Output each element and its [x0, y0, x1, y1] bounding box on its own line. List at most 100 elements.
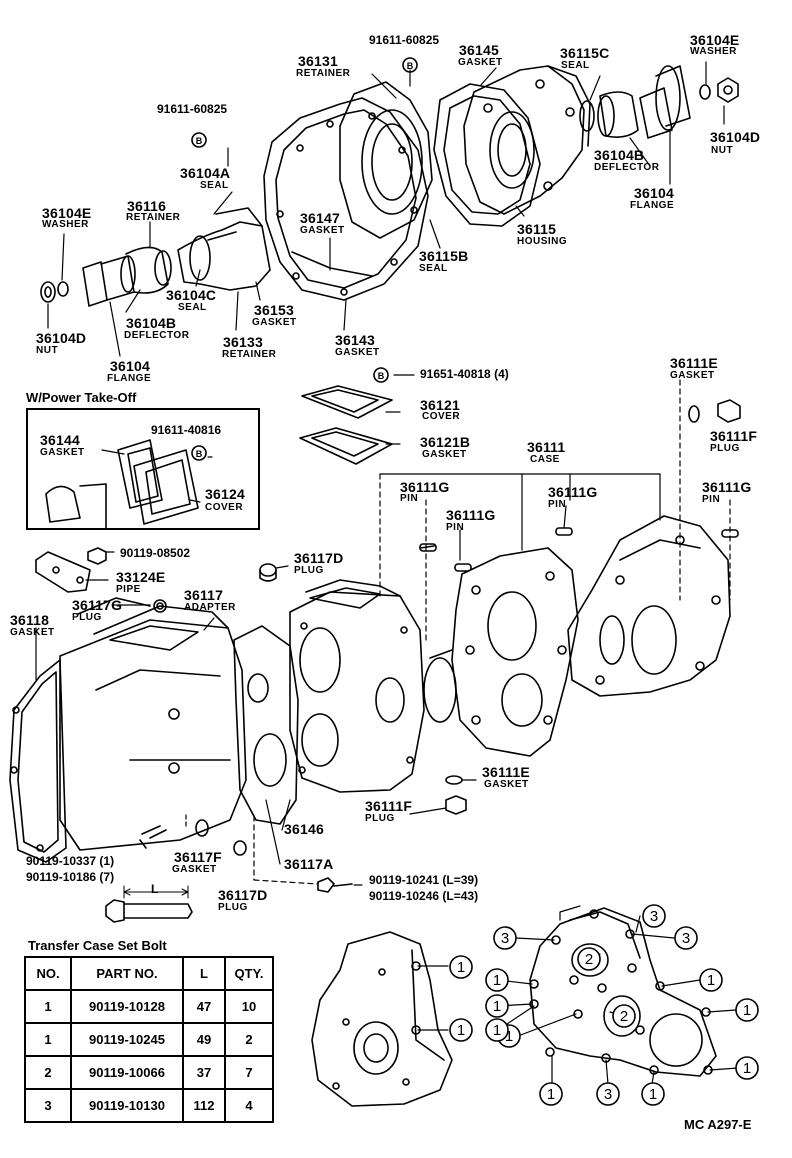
part-number-36115b: 36115B	[419, 248, 469, 264]
gasket-36146	[233, 625, 299, 825]
bolt-table: NO. PART NO. L QTY. 1 90119-10128 47 10 …	[24, 956, 274, 1123]
part-number-36104a: 36104A	[180, 165, 231, 181]
svg-text:3: 3	[604, 1086, 612, 1103]
bolt-marker-b-left: B	[191, 132, 207, 148]
bolt-number-marker-1: 1	[641, 1082, 665, 1106]
part-number-36104e-right: 36104E	[690, 32, 740, 48]
svg-text:3: 3	[501, 930, 509, 947]
part-number-36111g: 36111G	[400, 479, 450, 495]
adapter-36117	[59, 597, 247, 851]
part-name-seal: SEAL	[178, 302, 207, 313]
cell-qty: 4	[224, 1088, 274, 1123]
part-name-adapter: ADAPTER	[184, 602, 236, 613]
part-number-36146: 36146	[284, 821, 324, 837]
table-row: 1 90119-10128 47 10	[24, 989, 274, 1024]
part-name-gasket: GASKET	[422, 449, 467, 460]
part-name-deflector: DEFLECTOR	[594, 162, 660, 173]
pto-section-title: W/Power Take-Off	[26, 390, 137, 405]
svg-text:1: 1	[457, 959, 465, 976]
pto-box-frame	[26, 408, 260, 530]
table-header-row: NO. PART NO. L QTY.	[24, 956, 274, 991]
case-view-right	[529, 905, 717, 1077]
part-name-gasket: GASKET	[484, 779, 529, 790]
plug-36117g	[153, 599, 167, 613]
cell-no: 3	[24, 1088, 72, 1123]
deflector-36104b-right	[597, 91, 639, 138]
part-name-cover: COVER	[205, 502, 244, 513]
part-number-36153: 36153	[254, 302, 294, 318]
pto-gasket-and-cover	[45, 439, 199, 529]
bolt-part-number-left: 91611-60825	[157, 102, 228, 116]
bolt-table-title: Transfer Case Set Bolt	[28, 938, 167, 953]
svg-text:B: B	[407, 61, 414, 71]
svg-text:1: 1	[743, 1060, 751, 1077]
cell-length: 49	[182, 1022, 226, 1057]
part-number-36117: 36117	[184, 587, 224, 603]
part-number-36104d-right: 36104D	[710, 129, 761, 145]
part-name-plug: PLUG	[72, 612, 102, 623]
svg-text:3: 3	[682, 930, 690, 947]
column-header-part-no: PART NO.	[70, 956, 184, 991]
part-number-36117d-bottom: 36117D	[218, 887, 268, 903]
svg-text:1: 1	[743, 1002, 751, 1019]
column-header-qty: QTY.	[224, 956, 274, 991]
part-name-retainer: RETAINER	[126, 212, 181, 223]
svg-text:3: 3	[650, 908, 658, 925]
bolt-part-number-pipe: 90119-08502	[120, 546, 191, 560]
part-number-36104-right: 36104	[634, 185, 674, 201]
part-number-36104d-left: 36104D	[36, 330, 87, 346]
bolt-number-marker-1: 1	[449, 955, 473, 979]
bolt-number-marker-2: 2	[577, 947, 601, 971]
part-number-36124: 36124	[205, 486, 245, 502]
pto-bolt-part-number: 91611-40816	[151, 423, 222, 437]
gasket-36121b	[299, 427, 393, 465]
bolt-part-number-10186: 90119-10186 (7)	[26, 870, 115, 884]
part-number-36117a: 36117A	[284, 856, 334, 872]
bolt-90119-08502	[87, 547, 107, 565]
part-number-36104c: 36104C	[166, 287, 217, 303]
bolt-part-number-10337: 90119-10337 (1)	[26, 854, 115, 868]
part-number-36145: 36145	[459, 42, 499, 58]
bolt-number-marker-1: 1	[699, 968, 723, 992]
bolt-marker-b-pto: B	[191, 445, 207, 461]
bolt-number-marker-3: 3	[674, 926, 698, 950]
part-number-36144: 36144	[40, 432, 80, 448]
part-name-gasket: GASKET	[300, 225, 345, 236]
svg-text:2: 2	[620, 1008, 628, 1025]
part-number-36104e-left: 36104E	[42, 205, 92, 221]
part-name-gasket: GASKET	[670, 370, 715, 381]
bolt-90119-10337	[139, 825, 167, 849]
bolt-number-marker-3: 3	[493, 926, 517, 950]
bolt-part-number-cover: 91651-40818 (4)	[420, 367, 509, 381]
part-number-36111: 36111	[527, 439, 566, 455]
column-header-length: L	[182, 956, 226, 991]
cell-length: 47	[182, 989, 226, 1024]
part-number-36104b-left: 36104B	[126, 315, 177, 331]
part-number-36111g: 36111G	[446, 507, 496, 523]
bolt-number-marker-1: 1	[539, 1082, 563, 1106]
case-bracket-lines	[379, 374, 731, 641]
bolt-part-number-10241: 90119-10241 (L=39)	[369, 873, 479, 887]
part-name-retainer: RETAINER	[296, 68, 351, 79]
part-name-washer: WASHER	[42, 219, 89, 230]
case-front-section	[289, 579, 425, 793]
part-number-36111f-bottom: 36111F	[365, 798, 413, 814]
bolt-number-marker-3: 3	[642, 904, 666, 928]
cell-length: 37	[182, 1055, 226, 1090]
cell-part-no: 90119-10066	[70, 1055, 184, 1090]
cell-part-no: 90119-10245	[70, 1022, 184, 1057]
bolt-90119-10241	[317, 877, 353, 893]
pin-36111g	[419, 543, 437, 552]
svg-text:1: 1	[707, 972, 715, 989]
part-name-deflector: DEFLECTOR	[124, 330, 190, 341]
part-number-36116: 36116	[127, 198, 167, 214]
leader-lines-lower	[35, 449, 477, 886]
bolt-length-label: L	[151, 882, 159, 896]
part-number-33124e: 33124E	[116, 569, 166, 585]
bolt-length-illustration	[105, 885, 193, 923]
flange-36104-right	[639, 65, 691, 139]
part-name-plug: PLUG	[294, 565, 324, 576]
part-name-gasket: GASKET	[458, 57, 503, 68]
part-number-36117f: 36117F	[174, 849, 222, 865]
bolt-part-number-top: 91611-60825	[369, 33, 440, 47]
